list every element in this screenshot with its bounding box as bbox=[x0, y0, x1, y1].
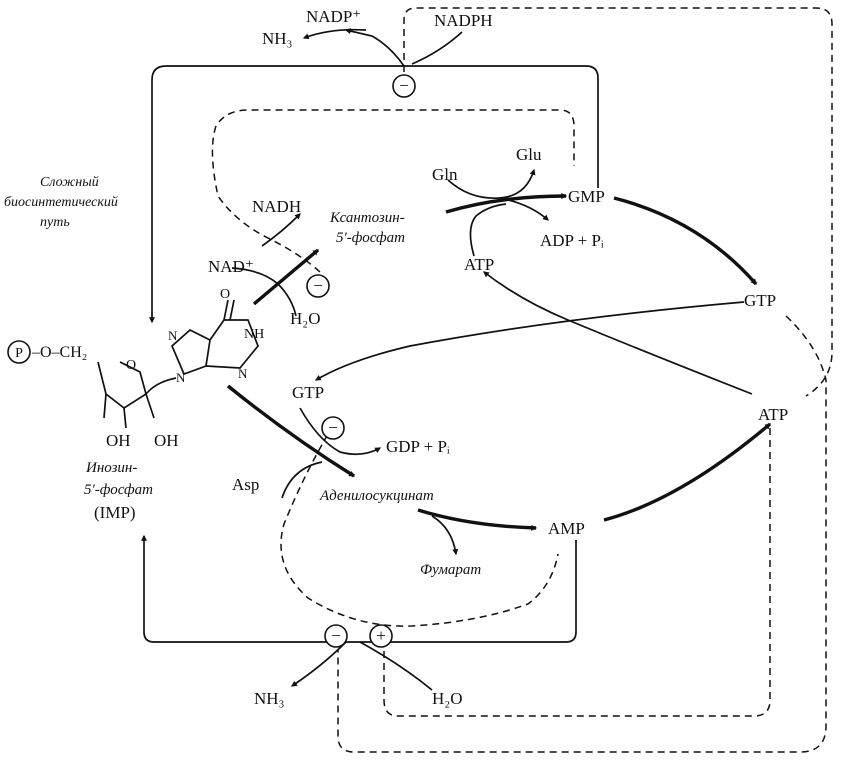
atp-right-label: ATP bbox=[758, 405, 788, 424]
n3-label: N bbox=[238, 366, 248, 381]
h2o-mid-label: H₂O bbox=[290, 309, 320, 328]
gmp-label: GMP bbox=[568, 187, 605, 206]
gtp-right-label: GTP bbox=[744, 291, 776, 310]
nh3-top-label: NH₃ bbox=[262, 29, 293, 48]
amp-label: AMP bbox=[548, 519, 585, 538]
n7-label: N bbox=[168, 328, 178, 343]
asp-label: Asp bbox=[232, 475, 259, 494]
amp-deaminase-inhibition: − bbox=[331, 626, 341, 645]
fumarate-label: Фумарат bbox=[420, 562, 481, 578]
gln-label: Gln bbox=[432, 165, 458, 184]
hydroxyl-2: OH bbox=[154, 431, 179, 450]
gmp-reductase-loop bbox=[149, 28, 599, 324]
nadph-label: NADPH bbox=[434, 11, 493, 30]
amp-deaminase-activation: + bbox=[376, 626, 386, 645]
nadp-plus-label: NADP⁺ bbox=[306, 7, 361, 26]
complex-path-line3: путь bbox=[40, 215, 70, 230]
carbonyl-oxygen: O bbox=[220, 287, 230, 302]
n9-label: N bbox=[176, 370, 186, 385]
h2o-bottom-label: H₂O bbox=[432, 689, 462, 708]
gmp-reductase-inhibition: − bbox=[399, 76, 409, 95]
imp-label-line3: (IMP) bbox=[94, 503, 136, 522]
regulation-markers: − − − − + bbox=[306, 74, 416, 648]
imp-label-line1: Инозин- bbox=[85, 460, 137, 476]
nh3-bottom-label: NH₃ bbox=[254, 689, 285, 708]
o-ch2-label: –O–CH₂ bbox=[31, 344, 87, 361]
nadh-label: NADH bbox=[252, 197, 301, 216]
gdp-pi-label: GDP + Pᵢ bbox=[386, 437, 450, 456]
gtp-mid-label: GTP bbox=[292, 383, 324, 402]
amp-path bbox=[226, 301, 772, 556]
molecule-labels: NH₃ NADP⁺ NADPH Gln Glu GMP ADP + Pᵢ ATP… bbox=[4, 7, 788, 708]
ring-oxygen: O bbox=[126, 358, 136, 373]
glu-label: Glu bbox=[516, 145, 542, 164]
imp-label-line2: 5′-фосфат bbox=[84, 482, 153, 498]
adenylosuccinate-label: Аденилосукцинат bbox=[319, 488, 434, 504]
nh-label: NH bbox=[244, 327, 264, 342]
phosphate-label: P bbox=[15, 346, 23, 361]
adenylosuccinate-synthetase-inhibition: − bbox=[328, 418, 338, 437]
hydroxyl-1: OH bbox=[106, 431, 131, 450]
xmp-gmp-path bbox=[231, 168, 758, 395]
adp-pi-label: ADP + Pᵢ bbox=[540, 231, 604, 250]
imp-structure: P –O–CH₂ O OH OH O NH N N N bbox=[7, 287, 264, 450]
feedback-loops bbox=[211, 7, 833, 753]
xmp-label-line2: 5′-фосфат bbox=[336, 230, 405, 246]
atp-left-label: ATP bbox=[464, 255, 494, 274]
amp-deaminase-loop bbox=[141, 534, 577, 691]
nad-plus-label: NAD⁺ bbox=[208, 257, 254, 276]
complex-path-line2: биосинтетический bbox=[4, 195, 118, 210]
complex-path-line1: Сложный bbox=[40, 175, 99, 190]
imp-dehydrogenase-inhibition: − bbox=[313, 276, 323, 295]
xmp-label-line1: Ксантозин- bbox=[329, 210, 405, 226]
phosphate-circle bbox=[7, 340, 31, 364]
